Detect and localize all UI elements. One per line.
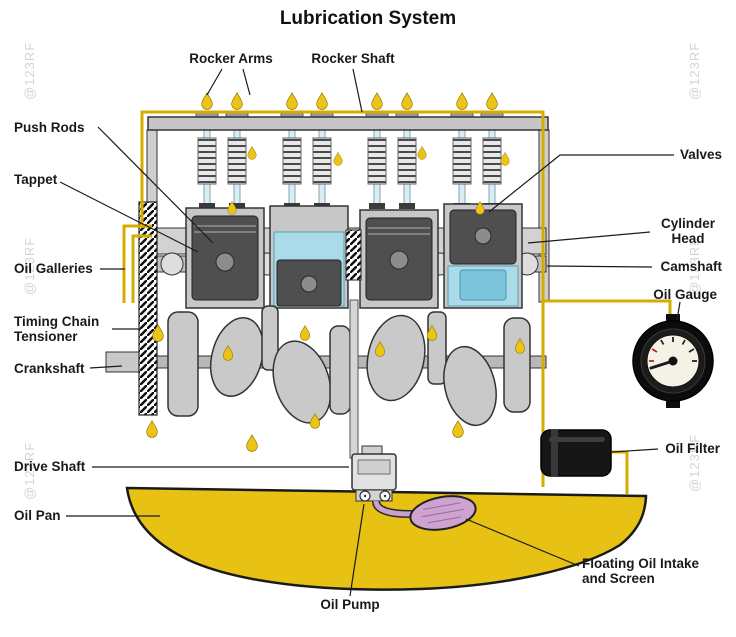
label-tappet: Tappet — [14, 172, 58, 187]
label-camshaft: Camshaft — [660, 259, 722, 274]
cylinder-bank — [185, 203, 523, 309]
oil-pump-assembly — [351, 445, 397, 502]
diagram-title: Lubrication System — [279, 8, 457, 29]
label-cylinder-head: Cylinder Head — [660, 216, 715, 247]
floating-oil-intake-screen — [372, 495, 477, 531]
label-crankshaft: Crankshaft — [14, 361, 85, 376]
oil-gauge-dial — [632, 314, 714, 408]
label-oil-filter: Oil Filter — [665, 441, 720, 456]
label-rocker-shaft: Rocker Shaft — [311, 51, 395, 66]
oil-filter-body — [540, 429, 612, 477]
crankshaft-assembly — [105, 305, 547, 427]
push-rod-stems — [203, 125, 496, 207]
label-push-rods: Push Rods — [14, 120, 85, 135]
engine-assembly — [105, 110, 550, 459]
rocker-shaft-bar — [147, 110, 549, 131]
valve-springs — [197, 137, 502, 185]
center-section-hatch — [345, 229, 362, 281]
label-drive-shaft: Drive Shaft — [14, 459, 86, 474]
drive-shaft-rod — [349, 299, 359, 459]
oil-pan-shape — [125, 486, 648, 591]
label-timing-chain-tensioner: Timing Chain Tensioner — [14, 314, 100, 345]
label-rocker-arms: Rocker Arms — [189, 51, 273, 66]
label-oil-pan: Oil Pan — [14, 508, 61, 523]
label-oil-galleries: Oil Galleries — [14, 261, 93, 276]
timing-tensioner-hatch — [138, 201, 158, 416]
leader-lines — [59, 68, 681, 597]
label-valves: Valves — [679, 147, 722, 162]
label-oil-pump: Oil Pump — [320, 597, 380, 612]
label-oil-gauge: Oil Gauge — [653, 287, 717, 302]
label-floating-oil-intake: Floating Oil Intake and Screen — [582, 556, 700, 587]
